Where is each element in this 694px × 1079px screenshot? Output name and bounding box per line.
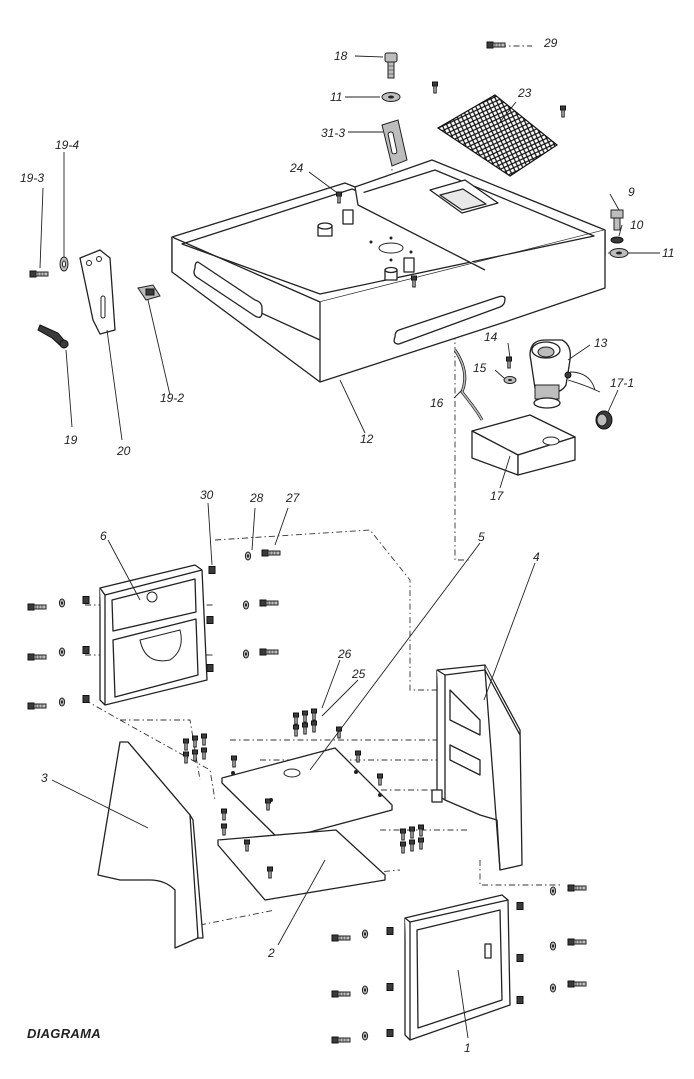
knob-17-1 (595, 410, 613, 430)
callout-5: 5 (478, 530, 485, 544)
callout-13: 13 (594, 336, 608, 350)
top-plate-part-5 (221, 747, 393, 841)
top-hardware (336, 41, 629, 288)
left-side-part-3 (97, 741, 204, 949)
callout-25: 25 (351, 667, 366, 681)
callout-20: 20 (116, 444, 131, 458)
washer-10 (610, 236, 624, 244)
callout-19-4: 19-4 (55, 138, 79, 152)
callout-17: 17 (490, 489, 505, 503)
screw-14 (506, 356, 512, 369)
washer-11-top (381, 92, 401, 102)
cable-16 (453, 349, 484, 421)
callout-11-right: 11 (662, 246, 674, 260)
callout-11-top: 11 (330, 90, 342, 104)
callout-labels: 18 29 11 23 31-3 24 9 10 11 19-4 19-3 19… (20, 36, 674, 1055)
callout-2: 2 (267, 946, 275, 960)
callout-23: 23 (517, 86, 532, 100)
mesh-screen-23 (436, 94, 559, 177)
motor-13 (529, 339, 601, 409)
knob-18 (384, 52, 398, 79)
screw-29 (486, 41, 506, 49)
lever-19 (37, 324, 69, 349)
callout-19: 19 (64, 433, 78, 447)
handle-assembly (29, 249, 161, 349)
bolt-9 (610, 209, 624, 231)
callout-26: 26 (337, 647, 352, 661)
clip-19-2 (137, 284, 161, 301)
motor-assembly (453, 339, 613, 476)
callout-12: 12 (360, 432, 374, 446)
washer-15 (503, 376, 517, 384)
washer-11-right (609, 248, 629, 258)
callout-3: 3 (41, 771, 48, 785)
callout-24: 24 (289, 161, 304, 175)
bolt-19-3 (29, 270, 49, 278)
top-tray-part-12 (171, 159, 606, 383)
callout-31-3: 31-3 (321, 126, 345, 140)
callout-10: 10 (630, 218, 644, 232)
callout-4: 4 (533, 550, 540, 564)
callout-9: 9 (628, 185, 635, 199)
washer-19-4 (59, 256, 69, 272)
callout-30: 30 (200, 488, 214, 502)
callout-6: 6 (100, 529, 107, 543)
callout-17-1: 17-1 (610, 376, 634, 390)
bracket-31-3 (381, 119, 408, 167)
leader-lines (39, 55, 660, 1039)
callout-1: 1 (464, 1041, 471, 1055)
switch-box-17 (471, 414, 576, 476)
diagram-caption: DIAGRAMA (27, 1026, 101, 1041)
callout-18: 18 (334, 49, 348, 63)
rear-frame-part-6 (99, 564, 208, 706)
callout-16: 16 (430, 396, 444, 410)
callout-19-3: 19-3 (20, 171, 44, 185)
bottom-plate-part-2 (217, 829, 386, 901)
callout-27: 27 (285, 491, 301, 505)
callout-19-2: 19-2 (160, 391, 184, 405)
callout-29: 29 (543, 36, 558, 50)
bracket-20 (79, 249, 116, 335)
callout-28: 28 (249, 491, 264, 505)
right-side-part-4 (431, 664, 523, 871)
front-door-part-1 (404, 894, 511, 1041)
callout-14: 14 (484, 330, 498, 344)
callout-15: 15 (473, 361, 487, 375)
